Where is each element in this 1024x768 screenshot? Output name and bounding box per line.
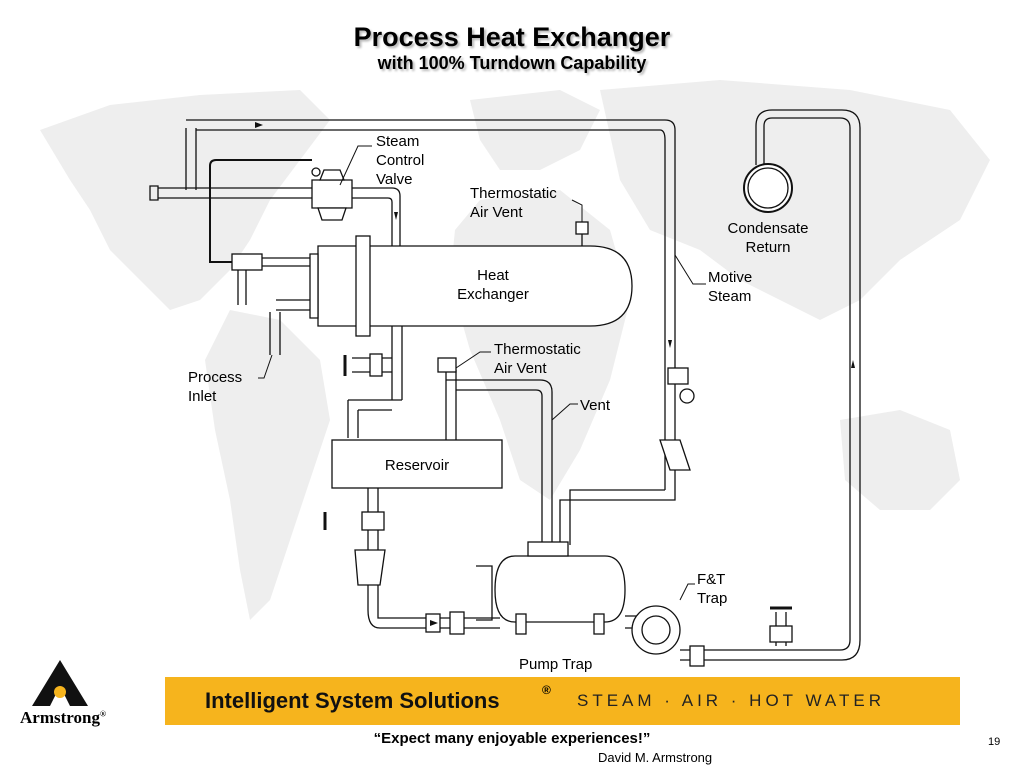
- motive-steam-pipe: [659, 119, 676, 490]
- reservoir-label: Reservoir: [384, 457, 450, 474]
- armstrong-logo-text: Armstrong®: [20, 708, 106, 727]
- condensate-return-receiver: [743, 163, 793, 213]
- reservoir-tank: [331, 439, 503, 489]
- thermostatic-air-vent-icon: [575, 221, 589, 235]
- quote-author: David M. Armstrong: [598, 750, 713, 765]
- pump-trap-label: Pump Trap: [519, 656, 593, 673]
- page-subtitle: with 100% Turndown Capability: [377, 53, 647, 73]
- vent-pipe: [446, 379, 553, 545]
- condensate-return-pipe: [680, 109, 861, 661]
- exchanger-flange: [355, 235, 371, 337]
- quote: “Expect many enjoyable experiences!”: [373, 730, 651, 747]
- page-number: 19: [988, 736, 1001, 748]
- label-leaders: [258, 145, 706, 601]
- registered-mark: ®: [542, 683, 551, 697]
- pump-trap-body: [494, 555, 626, 623]
- solutions-banner: Intelligent System Solutions ® STEAM · A…: [165, 677, 960, 725]
- steam-control-valve-icon: [311, 169, 353, 221]
- steam-to-exchanger: [352, 187, 401, 248]
- pressure-gauge-icon: [679, 388, 695, 404]
- process-inlet-pipe: [269, 312, 281, 355]
- world-map-background: [40, 80, 990, 620]
- armstrong-logo-icon: [32, 660, 88, 706]
- page-title: Process Heat Exchanger: [353, 22, 671, 52]
- process-outlet-sensor: [231, 253, 263, 271]
- reservoir-outlet: [367, 488, 379, 610]
- banner-title: Intelligent System Solutions: [205, 688, 500, 713]
- heat-exchanger-shell: [317, 245, 633, 327]
- motive-steam-top-header: [186, 119, 665, 131]
- pilot-line: [209, 159, 312, 263]
- condensate-drop: [391, 326, 403, 400]
- vent-label: Vent: [580, 397, 611, 414]
- banner-tagline: STEAM · AIR · HOT WATER: [577, 691, 885, 710]
- flow-arrows: [181, 122, 855, 626]
- main-steam-inlet: [158, 187, 312, 199]
